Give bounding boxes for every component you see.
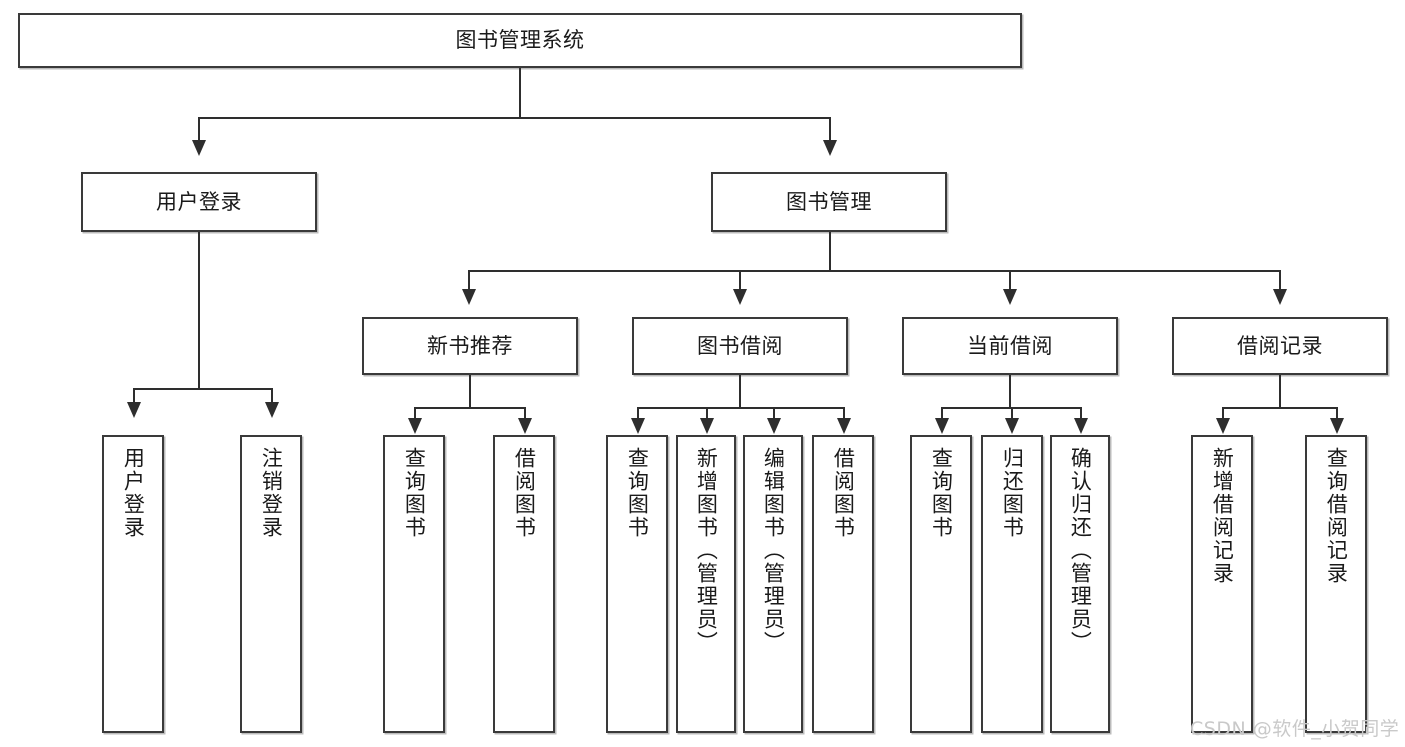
node-label: 归还图书 <box>1000 447 1025 539</box>
leaf-edit-book-admin[interactable]: 编辑图书（管理员） <box>743 435 803 733</box>
node-label: 图书借阅 <box>697 333 783 358</box>
leaf-query-borrow-record[interactable]: 查询借阅记录 <box>1305 435 1367 733</box>
node-book-management[interactable]: 图书管理 <box>711 172 947 232</box>
arrow-leaf-query-book-1 <box>408 418 422 434</box>
arrow-leaf-add-record <box>1216 418 1230 434</box>
edge-to-borrow-record <box>1279 270 1281 292</box>
edge-user-login-bus <box>133 388 273 390</box>
arrow-to-current-borrow <box>1003 289 1017 305</box>
arrow-leaf-add-book <box>700 418 714 434</box>
edge-book-borrow-stem <box>739 375 741 408</box>
edge-user-login-drop-1 <box>133 388 135 407</box>
edge-borrow-record-stem <box>1279 375 1281 408</box>
edge-user-login-stem <box>198 232 200 389</box>
node-label: 新增图书（管理员） <box>694 447 719 654</box>
node-current-borrow[interactable]: 当前借阅 <box>902 317 1118 375</box>
leaf-query-book-recommend[interactable]: 查询图书 <box>383 435 445 733</box>
node-user-login[interactable]: 用户登录 <box>81 172 317 232</box>
node-new-book-recommend[interactable]: 新书推荐 <box>362 317 578 375</box>
edge-borrow-record-drop-1 <box>1222 407 1224 421</box>
node-book-borrow[interactable]: 图书借阅 <box>632 317 848 375</box>
edge-new-book-stem <box>469 375 471 408</box>
leaf-user-login[interactable]: 用户登录 <box>102 435 164 733</box>
edge-root-bus <box>198 117 831 119</box>
edge-new-book-drop-1 <box>414 407 416 421</box>
leaf-add-borrow-record[interactable]: 新增借阅记录 <box>1191 435 1253 733</box>
arrow-leaf-query-book-2 <box>631 418 645 434</box>
edge-book-borrow-drop-3 <box>773 407 775 421</box>
arrow-leaf-borrow-book-2 <box>837 418 851 434</box>
leaf-confirm-return-admin[interactable]: 确认归还（管理员） <box>1050 435 1110 733</box>
node-label: 借阅图书 <box>512 447 537 539</box>
node-label: 查询图书 <box>625 447 650 539</box>
edge-root-to-book-mgmt <box>829 117 831 145</box>
leaf-borrow-book-recommend[interactable]: 借阅图书 <box>493 435 555 733</box>
node-label: 借阅记录 <box>1237 333 1323 358</box>
edge-root-to-user-login <box>198 117 200 145</box>
node-label: 当前借阅 <box>967 333 1053 358</box>
arrow-to-book-mgmt <box>823 140 837 156</box>
arrow-to-user-login <box>192 140 206 156</box>
edge-new-book-bus <box>414 407 526 409</box>
edge-root-stem <box>519 68 521 118</box>
edge-to-new-book <box>468 270 470 292</box>
node-label: 查询图书 <box>402 447 427 539</box>
node-borrow-record[interactable]: 借阅记录 <box>1172 317 1388 375</box>
edge-borrow-record-drop-2 <box>1336 407 1338 421</box>
edge-current-borrow-drop-2 <box>1011 407 1013 421</box>
edge-book-borrow-drop-4 <box>843 407 845 421</box>
edge-book-mgmt-bus <box>468 270 1280 272</box>
edge-book-borrow-drop-1 <box>637 407 639 421</box>
arrow-leaf-user-login <box>127 402 141 418</box>
edge-to-current-borrow <box>1009 270 1011 292</box>
arrow-leaf-query-book-3 <box>935 418 949 434</box>
node-label: 图书管理系统 <box>455 28 585 53</box>
edge-new-book-drop-2 <box>524 407 526 421</box>
edge-current-borrow-stem <box>1009 375 1011 408</box>
node-label: 查询借阅记录 <box>1324 447 1349 585</box>
edge-book-mgmt-stem <box>829 232 831 271</box>
node-label: 用户登录 <box>121 447 146 539</box>
arrow-leaf-edit-book <box>767 418 781 434</box>
node-root-system[interactable]: 图书管理系统 <box>18 13 1022 68</box>
leaf-logout[interactable]: 注销登录 <box>240 435 302 733</box>
edge-current-borrow-drop-1 <box>941 407 943 421</box>
node-label: 查询图书 <box>929 447 954 539</box>
edge-to-book-borrow <box>739 270 741 292</box>
node-label: 用户登录 <box>156 189 242 214</box>
leaf-query-book-current[interactable]: 查询图书 <box>910 435 972 733</box>
node-label: 注销登录 <box>259 447 284 539</box>
leaf-borrow-book[interactable]: 借阅图书 <box>812 435 874 733</box>
edge-borrow-record-bus <box>1222 407 1338 409</box>
node-label: 编辑图书（管理员） <box>761 447 786 654</box>
edge-book-borrow-drop-2 <box>706 407 708 421</box>
arrow-to-borrow-record <box>1273 289 1287 305</box>
leaf-add-book-admin[interactable]: 新增图书（管理员） <box>676 435 736 733</box>
node-label: 图书管理 <box>786 189 872 214</box>
arrow-leaf-return-book <box>1005 418 1019 434</box>
node-label: 确认归还（管理员） <box>1068 447 1093 654</box>
arrow-leaf-query-record <box>1330 418 1344 434</box>
leaf-return-book[interactable]: 归还图书 <box>981 435 1043 733</box>
arrow-leaf-logout <box>265 402 279 418</box>
edge-current-borrow-drop-3 <box>1080 407 1082 421</box>
node-label: 借阅图书 <box>831 447 856 539</box>
arrow-to-book-borrow <box>733 289 747 305</box>
node-label: 新书推荐 <box>427 333 513 358</box>
node-label: 新增借阅记录 <box>1210 447 1235 585</box>
leaf-query-book-borrow[interactable]: 查询图书 <box>606 435 668 733</box>
edge-book-borrow-bus <box>637 407 845 409</box>
arrow-leaf-confirm-return <box>1074 418 1088 434</box>
arrow-to-new-book <box>462 289 476 305</box>
arrow-leaf-borrow-book-1 <box>518 418 532 434</box>
edge-user-login-drop-2 <box>271 388 273 407</box>
